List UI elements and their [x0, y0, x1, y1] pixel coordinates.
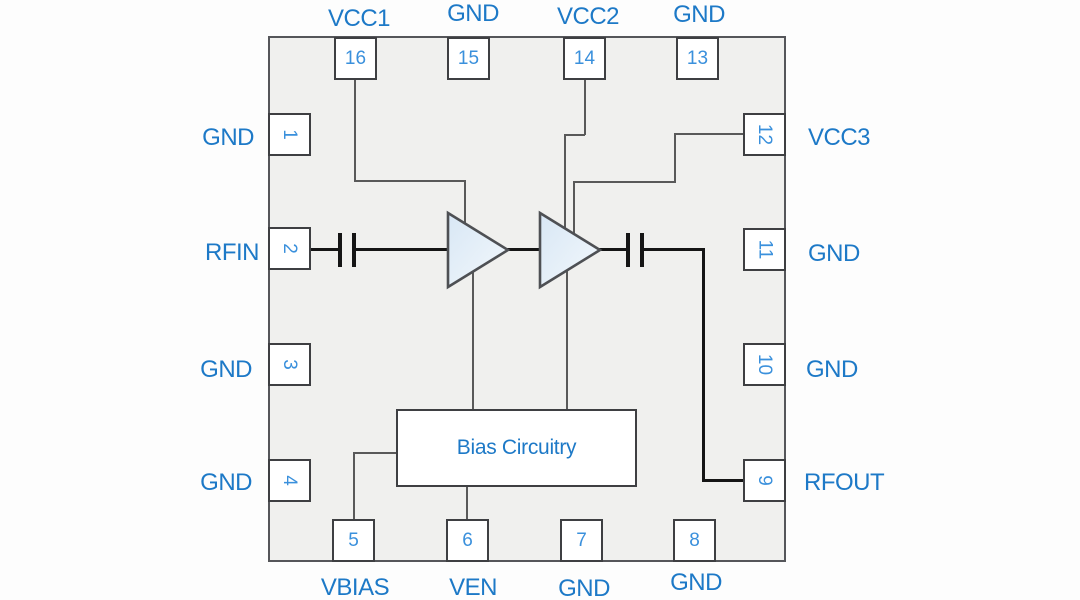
pin-12-box: 12	[743, 113, 786, 156]
pin-7-box: 7	[560, 519, 603, 562]
signal-to-rfout	[702, 479, 744, 482]
pin-9-box: 9	[743, 459, 786, 502]
pin-3-box: 3	[268, 343, 311, 386]
bias-circuitry-block: Bias Circuitry	[396, 409, 637, 487]
port-label-gnd-7: GND	[558, 575, 610, 600]
wire-amp2-to-bias	[565, 262, 568, 410]
wire-vcc3-horizontal-2	[573, 180, 676, 183]
port-label-rfout: RFOUT	[804, 469, 885, 496]
signal-rfin-to-cap1	[310, 248, 338, 251]
pin-2-box: 2	[268, 227, 311, 270]
port-label-ven: VEN	[449, 574, 497, 600]
wire-vcc2-vertical	[583, 79, 586, 135]
pin-13-box: 13	[676, 37, 719, 80]
pin-7-number: 7	[576, 530, 587, 551]
pin-4-box: 4	[268, 459, 311, 502]
pin-11-number: 11	[753, 239, 775, 260]
wire-vcc2-jog	[564, 133, 585, 136]
port-label-gnd-10: GND	[806, 356, 858, 383]
port-label-gnd-11: GND	[808, 240, 860, 267]
pin-11-box: 11	[743, 228, 786, 271]
pin-10-number: 10	[753, 353, 775, 376]
wire-vcc1-vertical	[353, 79, 356, 181]
signal-cap2-horizontal	[644, 248, 705, 251]
port-label-gnd-3: GND	[200, 356, 252, 383]
wire-ven-to-bias	[466, 487, 468, 520]
port-label-gnd-15: GND	[447, 0, 499, 27]
pin-2-number: 2	[278, 243, 300, 254]
bias-circuitry-label: Bias Circuitry	[456, 436, 577, 459]
capacitor-output-plate-2	[640, 233, 644, 267]
wire-vcc1-to-amp1	[463, 180, 466, 232]
wire-vbias-vertical	[353, 452, 355, 519]
signal-amp2-to-cap2	[597, 248, 627, 251]
pin-15-box: 15	[447, 37, 490, 80]
pin-12-number: 12	[753, 123, 775, 146]
wire-vbias-horizontal	[354, 452, 397, 454]
capacitor-input-plate-1	[338, 233, 342, 267]
port-label-gnd-4: GND	[200, 469, 252, 496]
signal-output-vertical	[702, 249, 705, 482]
capacitor-output-plate-1	[626, 233, 630, 267]
pin-3-number: 3	[278, 359, 300, 370]
pin-5-box: 5	[332, 519, 375, 562]
pin-14-number: 14	[573, 48, 596, 69]
port-label-vcc3: VCC3	[808, 124, 871, 151]
port-label-rfin: RFIN	[205, 239, 260, 266]
port-label-vcc2: VCC2	[556, 3, 620, 30]
pin-10-box: 10	[743, 343, 786, 386]
pin-15-number: 15	[457, 48, 480, 69]
pin-13-number: 13	[686, 48, 709, 69]
pin-1-box: 1	[268, 113, 311, 156]
pin-6-number: 6	[462, 530, 473, 551]
pin-8-box: 8	[673, 519, 716, 562]
wire-vcc2-to-amp2	[564, 134, 566, 240]
pin-9-number: 9	[753, 475, 775, 486]
wire-vcc3-to-amp2-output	[573, 181, 575, 243]
port-label-gnd-8: GND	[670, 569, 722, 596]
signal-amp1-to-amp2	[505, 248, 542, 251]
pin-16-number: 16	[344, 48, 367, 69]
signal-cap1-to-amp1	[356, 248, 449, 251]
capacitor-input-plate-2	[352, 233, 356, 267]
pin-5-number: 5	[348, 530, 359, 551]
port-label-gnd-1: GND	[202, 124, 254, 151]
pin-1-number: 1	[278, 129, 300, 140]
port-label-gnd-13: GND	[673, 1, 725, 28]
wire-vcc1-horizontal	[354, 179, 465, 182]
pin-8-number: 8	[689, 530, 700, 551]
port-label-vbias: VBIAS	[320, 574, 390, 600]
pin-6-box: 6	[446, 519, 489, 562]
pin-16-box: 16	[334, 37, 377, 80]
port-label-vcc1: VCC1	[327, 5, 391, 32]
wire-vcc3-horizontal-1	[674, 132, 744, 135]
pin-14-box: 14	[563, 37, 606, 80]
wire-vcc3-vertical-1	[674, 133, 676, 182]
wire-amp1-to-bias	[471, 262, 474, 410]
pin-4-number: 4	[278, 475, 300, 486]
